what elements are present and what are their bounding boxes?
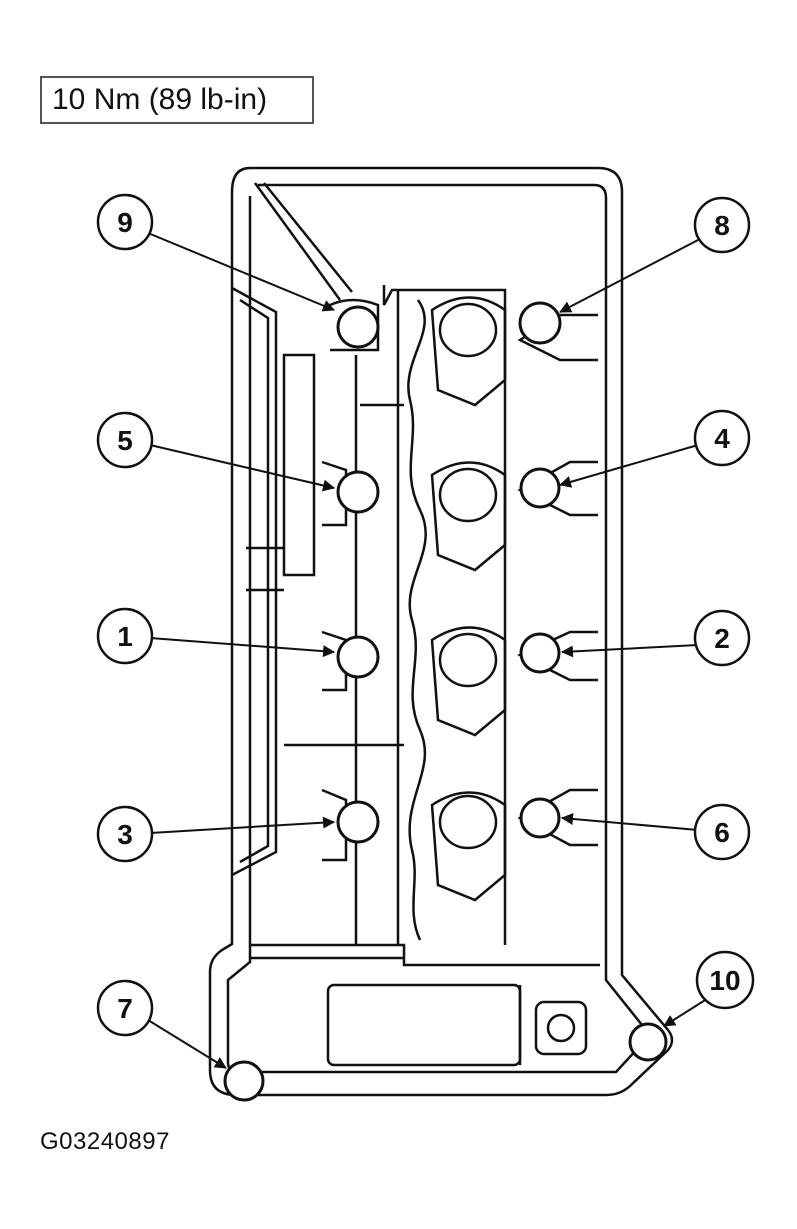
- svg-text:10: 10: [709, 965, 740, 996]
- callout-1: 1: [96, 607, 154, 665]
- callout-6: 6: [693, 803, 751, 861]
- callout-3: 3: [96, 805, 154, 863]
- callout-10: 10: [695, 950, 755, 1010]
- svg-text:7: 7: [117, 993, 133, 1024]
- callout-2: 2: [693, 609, 751, 667]
- svg-text:3: 3: [117, 819, 133, 850]
- bolt-10: [628, 1022, 668, 1062]
- bolts: [223, 301, 668, 1102]
- bolt-2: [519, 632, 561, 674]
- leader-lines: [147, 232, 711, 1069]
- svg-text:2: 2: [714, 623, 730, 654]
- bolt-5: [336, 470, 380, 514]
- callout-8: 8: [693, 196, 751, 254]
- bolt-6: [519, 797, 561, 839]
- callout-9: 9: [96, 193, 154, 251]
- torque-spec-label: 10 Nm (89 lb-in): [40, 76, 314, 124]
- svg-text:6: 6: [714, 817, 730, 848]
- svg-text:5: 5: [117, 425, 133, 456]
- bolt-9: [336, 305, 380, 349]
- callout-4: 4: [693, 409, 751, 467]
- bolt-8: [518, 301, 562, 345]
- figure-id: G03240897: [40, 1128, 170, 1155]
- callouts: 9 8 5 4 1 2 3 6 7 10: [96, 193, 755, 1037]
- svg-text:4: 4: [714, 423, 730, 454]
- oil-fill-boss: [546, 1013, 576, 1043]
- valve-cover-outline: [208, 166, 674, 1097]
- spark-plug-towers: [430, 296, 507, 902]
- svg-text:1: 1: [117, 621, 133, 652]
- svg-text:9: 9: [117, 207, 133, 238]
- callout-5: 5: [96, 411, 154, 469]
- bolt-4: [519, 467, 561, 509]
- bolt-7: [223, 1060, 265, 1102]
- bolt-1: [336, 635, 380, 679]
- svg-text:8: 8: [714, 210, 730, 241]
- bolt-3: [336, 800, 380, 844]
- callout-7: 7: [96, 979, 154, 1037]
